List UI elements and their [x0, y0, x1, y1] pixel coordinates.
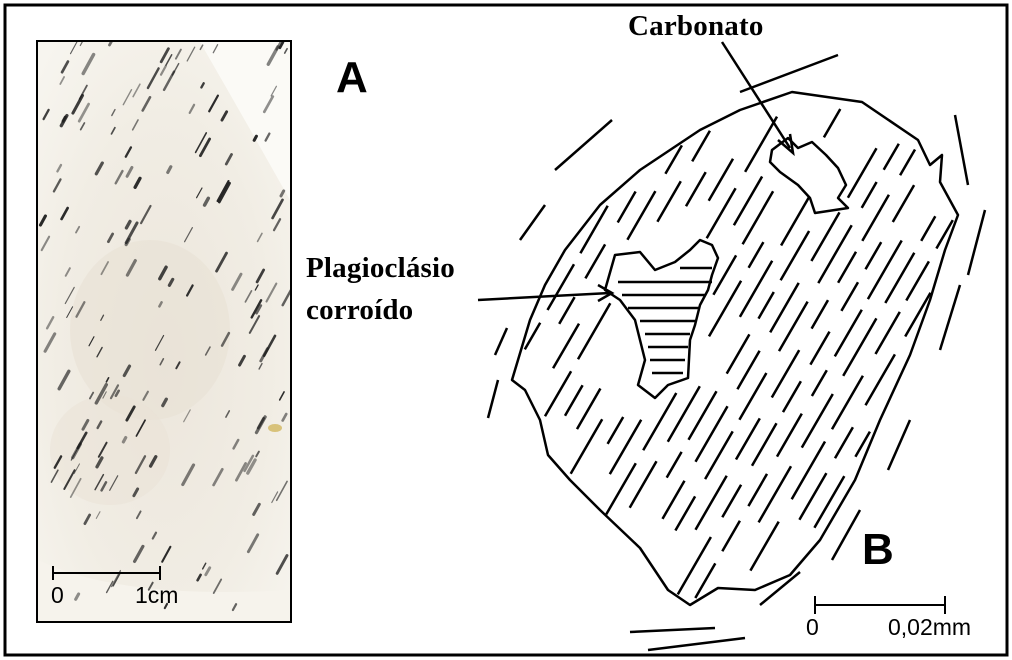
cleavage-line — [722, 485, 741, 518]
cleavage-line — [618, 192, 636, 223]
carbonate-label: Carbonato — [628, 12, 764, 41]
cleavage-line — [686, 172, 706, 206]
cleavage-line — [832, 376, 863, 430]
cleavage-line — [608, 417, 624, 444]
cleavage-line — [868, 241, 902, 300]
cleavage-line — [743, 191, 774, 244]
cleavage-line — [866, 242, 882, 269]
panel-b-scale-bar — [815, 596, 945, 614]
cleavage-line — [812, 370, 827, 396]
cleavage-line — [921, 216, 935, 241]
cleavage-line — [759, 292, 774, 319]
panel-a-photo — [37, 32, 293, 623]
cleavage-line — [812, 300, 828, 329]
carbonate-inclusion — [770, 138, 848, 213]
panel-b-scale-start: 0 — [806, 616, 819, 639]
cleavage-line — [727, 334, 750, 373]
cleavage-line — [750, 522, 778, 571]
cleavage-line — [678, 537, 711, 594]
cleavage-line — [835, 427, 853, 458]
cleavage-line — [663, 481, 685, 519]
cleavage-line — [571, 419, 603, 474]
cleavage-line — [749, 242, 764, 268]
cleavage-line — [643, 393, 676, 450]
cleavage-line — [838, 252, 856, 283]
carbonate-arrow — [722, 42, 793, 153]
cleavage-line — [657, 181, 680, 222]
cleavage-line — [722, 521, 740, 551]
cleavage-line — [777, 414, 802, 457]
cleavage-line — [665, 145, 682, 173]
cleavage-line — [906, 261, 929, 300]
panel-a-letter: A — [336, 56, 368, 100]
cleavage-line — [893, 185, 914, 222]
cleavage-line — [740, 261, 772, 317]
cleavage-line — [843, 318, 876, 376]
cleavage-line — [900, 150, 915, 176]
cleavage-line — [737, 351, 759, 390]
cleavage-line — [824, 109, 840, 137]
cleavage-line — [884, 144, 899, 170]
cleavage-line — [577, 389, 600, 430]
plagioclase-label-line2: corroído — [306, 296, 413, 325]
plagioclase-label-line1: Plagioclásio — [306, 254, 455, 283]
cleavage-line — [781, 191, 813, 246]
panel-b-letter: B — [862, 528, 894, 572]
cleavage-line — [668, 386, 700, 442]
cleavage-line — [876, 312, 900, 354]
cleavage-line — [810, 332, 829, 365]
panel-a-scale-start: 0 — [51, 584, 64, 607]
cleavage-line — [559, 297, 574, 324]
mineral-streak — [254, 136, 256, 140]
cleavage-line — [752, 423, 777, 466]
cleavage-line — [709, 281, 741, 337]
panel-a-scale-end: 1cm — [135, 584, 178, 607]
mineral-streak — [63, 117, 65, 121]
cleavage-line — [759, 466, 791, 522]
cleavage-line — [802, 394, 833, 448]
panel-b-scale-end: 0,02mm — [888, 616, 971, 639]
cleavage-line — [855, 432, 870, 457]
cleavage-line — [736, 418, 760, 459]
cleavage-line — [748, 474, 767, 506]
cleavage-line — [692, 131, 710, 162]
cleavage-line — [862, 182, 877, 208]
cleavage-line — [696, 476, 727, 530]
cleavage-line — [709, 159, 733, 201]
cleavage-line — [553, 324, 579, 369]
cleavage-line — [667, 452, 682, 478]
cleavage-line — [610, 420, 641, 474]
plagioclase-inclusion — [605, 240, 718, 398]
cleavage-line — [585, 244, 605, 278]
cleavage-line — [818, 225, 851, 283]
cleavage-line — [675, 496, 695, 530]
cleavage-line — [696, 406, 728, 462]
cleavage-line — [841, 282, 858, 311]
cleavage-line — [783, 381, 801, 412]
cleavage-line — [792, 442, 825, 500]
cleavage-line — [565, 385, 583, 416]
cleavage-line — [578, 303, 610, 359]
mineral-streak — [123, 438, 125, 442]
